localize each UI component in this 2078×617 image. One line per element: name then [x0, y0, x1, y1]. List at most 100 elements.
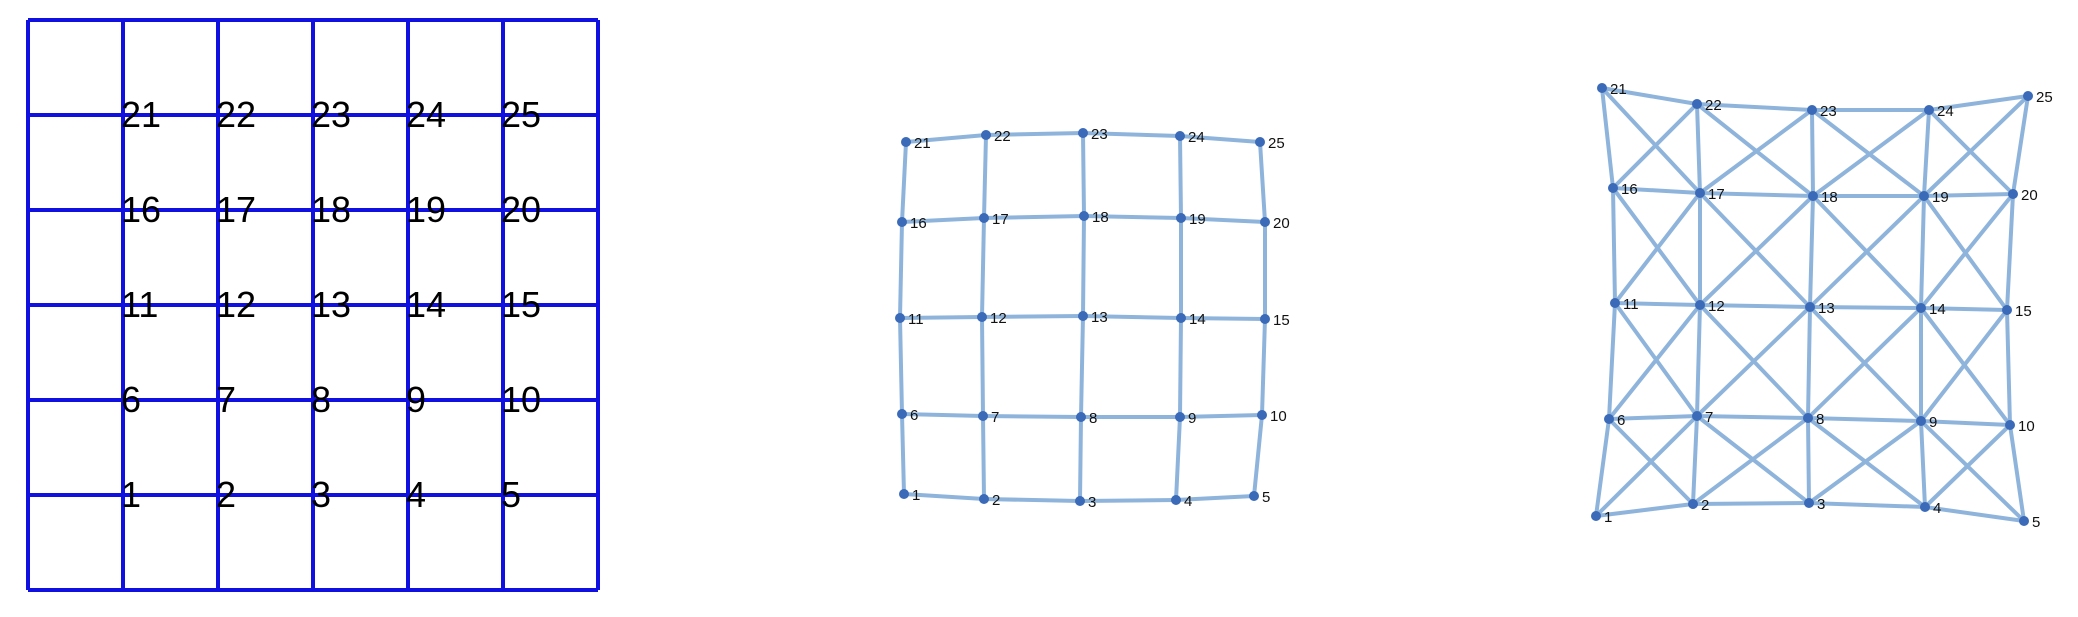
king-edge-4-8	[1806, 416, 1927, 509]
square-edge-2-3	[982, 497, 1082, 503]
king-node-12	[1695, 300, 1705, 310]
square-node-11	[895, 313, 905, 323]
square-edge-18-23	[1081, 131, 1086, 218]
square-edge-10-15	[1260, 317, 1267, 417]
king-edge-7-12	[1695, 303, 1702, 418]
square-node-6	[897, 409, 907, 419]
grid-cell-label: 4	[406, 474, 426, 515]
grid-cell-label: 11	[121, 284, 158, 325]
square-node-9	[1175, 412, 1185, 422]
square-edge-2-7	[981, 414, 986, 501]
king-node-label-24: 24	[1937, 103, 1954, 120]
square-node-label-16: 16	[910, 215, 927, 232]
square-node-label-17: 17	[992, 211, 1009, 228]
king-edge-6-12	[1607, 303, 1702, 421]
king-node-7	[1692, 411, 1702, 421]
square-edge-17-18	[982, 214, 1086, 220]
square-edge-3-8	[1078, 415, 1083, 503]
square-edge-9-14	[1178, 316, 1183, 419]
square-edge-18-19	[1082, 214, 1183, 220]
king-edge-8-13	[1806, 305, 1812, 420]
grid-cell-label: 12	[216, 284, 256, 325]
grid-cell-label: 20	[501, 189, 541, 230]
king-edge-2-8	[1691, 416, 1810, 506]
king-node-22	[1692, 99, 1702, 109]
king-node-label-16: 16	[1621, 181, 1638, 198]
square-edge-20-25	[1258, 140, 1267, 224]
king-node-18	[1808, 191, 1818, 201]
king-node-label-1: 1	[1604, 509, 1612, 526]
king-node-15	[2002, 305, 2012, 315]
king-node-13	[1805, 302, 1815, 312]
grid-cell-label: 3	[311, 474, 331, 515]
king-edge-5-9	[1919, 419, 2026, 523]
square-edge-23-24	[1081, 131, 1182, 138]
king-edge-8-12	[1698, 303, 1810, 420]
king-node-label-9: 9	[1929, 414, 1937, 431]
square-edge-6-7	[900, 412, 985, 418]
king-node-label-3: 3	[1817, 496, 1825, 513]
king-edge-22-23	[1695, 102, 1814, 112]
king-edge-12-16	[1611, 186, 1702, 307]
square-edge-7-8	[981, 414, 1083, 419]
king-node-9	[1916, 416, 1926, 426]
king-edge-13-18	[1808, 194, 1815, 309]
king-edge-17-22	[1695, 102, 1702, 195]
square-node-label-12: 12	[990, 310, 1007, 327]
square-edge-11-16	[898, 220, 904, 320]
king-edge-12-13	[1698, 303, 1812, 309]
king-edge-1-2	[1594, 502, 1695, 518]
square-edge-8-13	[1079, 314, 1085, 419]
king-edge-11-16	[1611, 186, 1617, 305]
square-node-15	[1260, 314, 1270, 324]
king-node-20	[2008, 189, 2018, 199]
king-edge-14-19	[1919, 194, 1926, 310]
square-node-4	[1171, 495, 1181, 505]
square-node-14	[1176, 313, 1186, 323]
square-node-16	[897, 217, 907, 227]
square-edge-16-21	[900, 140, 908, 224]
grid-cell-label: 25	[501, 94, 541, 135]
king-node-10	[2005, 420, 2015, 430]
square-node-label-6: 6	[910, 407, 918, 424]
grid-cell-label: 17	[216, 189, 256, 230]
square-edge-21-22	[904, 133, 988, 144]
king-node-label-23: 23	[1820, 103, 1837, 120]
king-edge-17-18	[1698, 191, 1815, 198]
square-edge-14-15	[1179, 316, 1267, 321]
grid-cell-label: 22	[216, 94, 256, 135]
square-node-8	[1076, 412, 1086, 422]
king-node-label-8: 8	[1816, 411, 1824, 428]
king-node-19	[1919, 191, 1929, 201]
king-edge-14-18	[1811, 194, 1923, 310]
king-node-label-14: 14	[1929, 301, 1946, 318]
square-node-25	[1255, 137, 1265, 147]
king-node-label-20: 20	[2021, 187, 2038, 204]
square-node-label-4: 4	[1184, 493, 1192, 510]
grid-cell-label: 7	[216, 379, 236, 420]
square-node-7	[978, 411, 988, 421]
king-edge-19-25	[1922, 94, 2030, 198]
king-node-2	[1688, 499, 1698, 509]
square-node-label-11: 11	[908, 311, 924, 328]
square-edge-12-17	[980, 216, 986, 319]
square-edge-5-10	[1252, 413, 1264, 498]
king-node-16	[1608, 183, 1618, 193]
king-node-label-13: 13	[1818, 300, 1835, 317]
king-node-5	[2019, 516, 2029, 526]
king-edge-14-20	[1919, 192, 2015, 310]
square-node-23	[1078, 128, 1088, 138]
grid-cell-label: 2	[216, 474, 236, 515]
king-edge-15-19	[1922, 194, 2009, 312]
grid-cell-label: 1	[121, 474, 141, 515]
square-node-12	[977, 312, 987, 322]
king-node-label-19: 19	[1932, 189, 1949, 206]
king-edge-18-23	[1810, 108, 1815, 198]
king-edge-11-12	[1613, 301, 1702, 307]
square-edge-12-13	[980, 314, 1085, 319]
square-node-19	[1176, 213, 1186, 223]
square-edge-7-12	[980, 315, 985, 418]
grid-cell-label: 18	[311, 189, 351, 230]
square-edge-17-22	[982, 133, 988, 220]
grid-cell-label: 19	[406, 189, 446, 230]
